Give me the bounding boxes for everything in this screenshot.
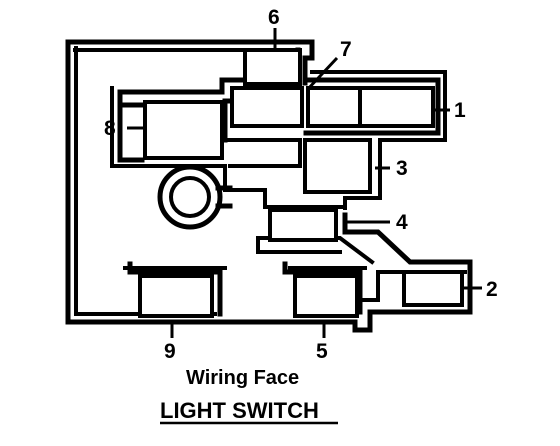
terminal-2: [402, 270, 464, 307]
diagram-title: LIGHT SWITCH: [160, 398, 319, 423]
terminal-3: [303, 138, 372, 194]
terminal-7: [230, 86, 304, 128]
leader-lines: [127, 28, 482, 338]
terminal-4: [268, 208, 338, 242]
terminal-1: [358, 86, 435, 128]
diagram-caption: Wiring Face: [186, 367, 299, 389]
terminal-label-5: 5: [316, 340, 328, 363]
terminal-1a: [306, 86, 362, 128]
terminal-label-8: 8: [104, 117, 116, 140]
terminal-6: [243, 48, 302, 86]
terminal-label-1: 1: [454, 99, 466, 122]
terminal-label-6: 6: [268, 6, 280, 29]
terminal-label-7: 7: [340, 38, 352, 61]
terminal-8: [143, 100, 224, 160]
terminal-label-2: 2: [486, 278, 498, 301]
terminal-5: [293, 274, 359, 318]
terminal-label-9: 9: [164, 340, 176, 363]
terminal-label-3: 3: [396, 157, 408, 180]
terminal-9: [138, 274, 214, 318]
mounting-ring: [157, 164, 233, 230]
switch-housing: [65, 39, 473, 333]
terminal-label-4: 4: [396, 211, 408, 234]
